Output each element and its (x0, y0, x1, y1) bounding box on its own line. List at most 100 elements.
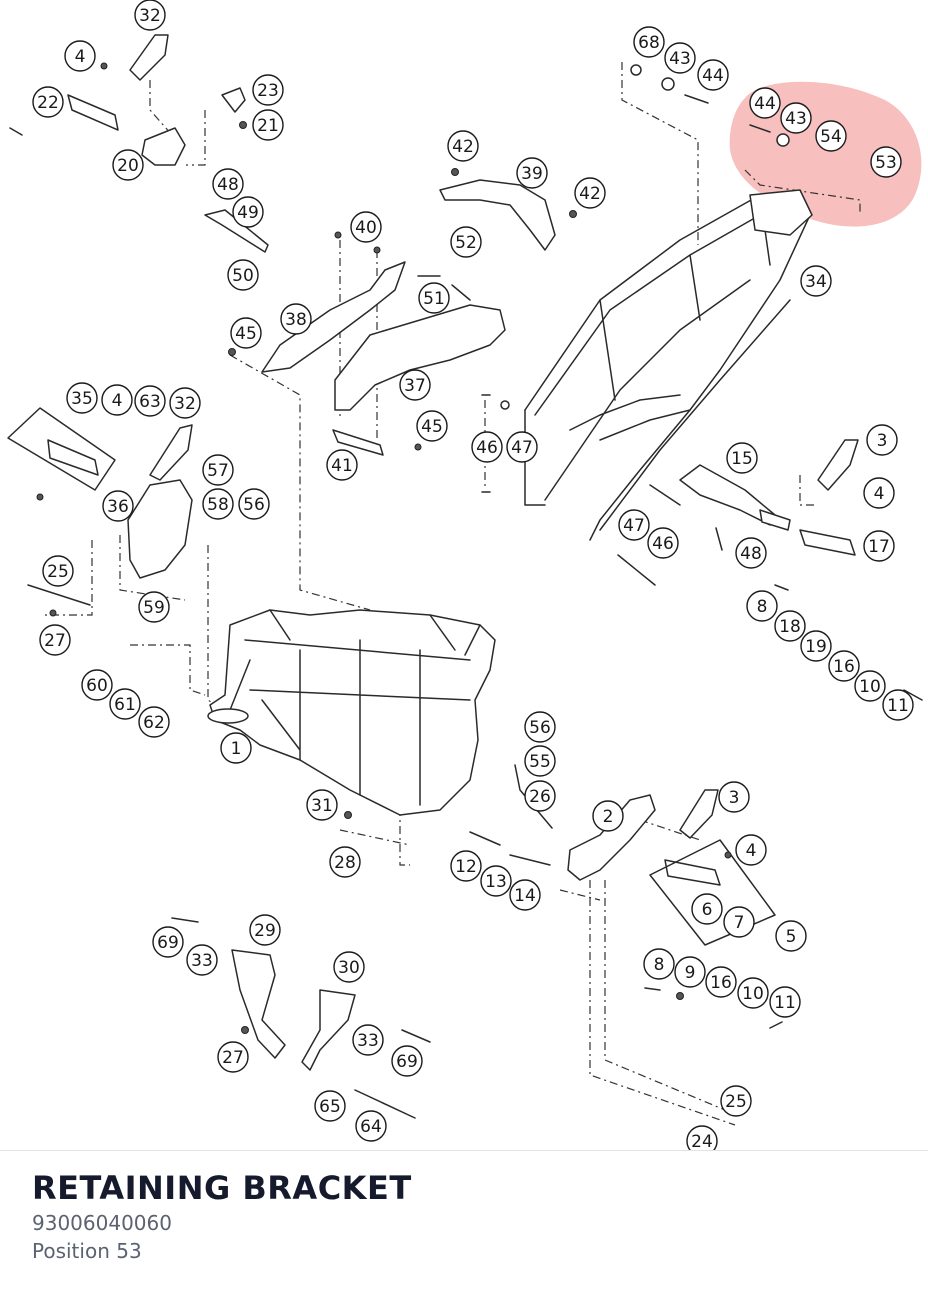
callout-41[interactable]: 41 (326, 449, 358, 481)
callout-3[interactable]: 3 (866, 424, 898, 456)
callout-65[interactable]: 65 (314, 1090, 346, 1122)
callout-circle (102, 490, 134, 522)
callout-2[interactable]: 2 (592, 800, 624, 832)
callout-number: 63 (139, 392, 161, 412)
callout-56[interactable]: 56 (524, 711, 556, 743)
callout-4[interactable]: 4 (735, 834, 767, 866)
callout-51[interactable]: 51 (418, 282, 450, 314)
callout-6[interactable]: 6 (691, 893, 723, 925)
callout-circle (643, 948, 675, 980)
callout-17[interactable]: 17 (863, 530, 895, 562)
callout-47[interactable]: 47 (618, 509, 650, 541)
callout-20[interactable]: 20 (112, 149, 144, 181)
callout-33[interactable]: 33 (186, 944, 218, 976)
callout-43[interactable]: 43 (664, 42, 696, 74)
callout-1[interactable]: 1 (220, 732, 252, 764)
callout-37[interactable]: 37 (399, 369, 431, 401)
callout-48[interactable]: 48 (212, 168, 244, 200)
callout-9[interactable]: 9 (674, 956, 706, 988)
callout-58[interactable]: 58 (202, 488, 234, 520)
callout-21[interactable]: 21 (252, 109, 284, 141)
callout-30[interactable]: 30 (333, 951, 365, 983)
callout-number: 4 (112, 391, 123, 411)
callout-circle (691, 893, 723, 925)
callout-8[interactable]: 8 (643, 948, 675, 980)
callout-49[interactable]: 49 (232, 196, 264, 228)
callout-10[interactable]: 10 (854, 670, 886, 702)
callout-26[interactable]: 26 (524, 780, 556, 812)
callout-number: 34 (805, 272, 827, 292)
callout-57[interactable]: 57 (202, 454, 234, 486)
callout-number: 4 (874, 484, 885, 504)
callout-36[interactable]: 36 (102, 490, 134, 522)
callout-27[interactable]: 27 (217, 1041, 249, 1073)
callout-47[interactable]: 47 (506, 431, 538, 463)
callout-15[interactable]: 15 (726, 442, 758, 474)
callout-circle (220, 732, 252, 764)
callout-42[interactable]: 42 (447, 130, 479, 162)
callout-53[interactable]: 53 (870, 146, 902, 178)
callout-5[interactable]: 5 (775, 920, 807, 952)
callout-69[interactable]: 69 (152, 926, 184, 958)
callout-38[interactable]: 38 (280, 303, 312, 335)
callout-11[interactable]: 11 (769, 986, 801, 1018)
callout-19[interactable]: 19 (800, 630, 832, 662)
callout-52[interactable]: 52 (450, 226, 482, 258)
callout-60[interactable]: 60 (81, 669, 113, 701)
callout-40[interactable]: 40 (350, 211, 382, 243)
callout-46[interactable]: 46 (471, 431, 503, 463)
callout-31[interactable]: 31 (306, 789, 338, 821)
callout-44[interactable]: 44 (697, 59, 729, 91)
callout-59[interactable]: 59 (138, 591, 170, 623)
callout-64[interactable]: 64 (355, 1110, 387, 1142)
callout-4[interactable]: 4 (64, 40, 96, 72)
callout-10[interactable]: 10 (737, 977, 769, 1009)
callout-55[interactable]: 55 (524, 745, 556, 777)
callout-number: 46 (652, 534, 674, 554)
callout-35[interactable]: 35 (66, 382, 98, 414)
callout-44[interactable]: 44 (749, 87, 781, 119)
callout-34[interactable]: 34 (800, 265, 832, 297)
callout-11[interactable]: 11 (882, 689, 914, 721)
callout-42[interactable]: 42 (574, 177, 606, 209)
callout-4[interactable]: 4 (101, 384, 133, 416)
callout-63[interactable]: 63 (134, 385, 166, 417)
callout-33[interactable]: 33 (352, 1024, 384, 1056)
callout-22[interactable]: 22 (32, 86, 64, 118)
callout-50[interactable]: 50 (227, 259, 259, 291)
callout-39[interactable]: 39 (516, 157, 548, 189)
callout-62[interactable]: 62 (138, 706, 170, 738)
callout-circle (352, 1024, 384, 1056)
callout-56[interactable]: 56 (238, 488, 270, 520)
callout-24[interactable]: 24 (686, 1125, 718, 1150)
callout-8[interactable]: 8 (746, 590, 778, 622)
left-footrest-middle-parts (7, 407, 193, 606)
callout-27[interactable]: 27 (39, 624, 71, 656)
callout-45[interactable]: 45 (230, 317, 262, 349)
callout-7[interactable]: 7 (723, 906, 755, 938)
callout-16[interactable]: 16 (828, 650, 860, 682)
callout-28[interactable]: 28 (329, 846, 361, 878)
callout-32[interactable]: 32 (134, 0, 166, 31)
callout-14[interactable]: 14 (509, 879, 541, 911)
callout-3[interactable]: 3 (718, 781, 750, 813)
callout-12[interactable]: 12 (450, 850, 482, 882)
callout-68[interactable]: 68 (633, 26, 665, 58)
callout-69[interactable]: 69 (391, 1045, 423, 1077)
callout-29[interactable]: 29 (249, 914, 281, 946)
callout-48[interactable]: 48 (735, 537, 767, 569)
callout-61[interactable]: 61 (109, 688, 141, 720)
callout-circle (450, 226, 482, 258)
callout-25[interactable]: 25 (720, 1085, 752, 1117)
callout-4[interactable]: 4 (863, 477, 895, 509)
callout-46[interactable]: 46 (647, 527, 679, 559)
callout-16[interactable]: 16 (705, 966, 737, 998)
callout-13[interactable]: 13 (480, 865, 512, 897)
callout-43[interactable]: 43 (780, 102, 812, 134)
callout-45[interactable]: 45 (416, 410, 448, 442)
callout-25[interactable]: 25 (42, 555, 74, 587)
callout-18[interactable]: 18 (774, 610, 806, 642)
callout-23[interactable]: 23 (252, 74, 284, 106)
callout-32[interactable]: 32 (169, 387, 201, 419)
callout-54[interactable]: 54 (815, 120, 847, 152)
